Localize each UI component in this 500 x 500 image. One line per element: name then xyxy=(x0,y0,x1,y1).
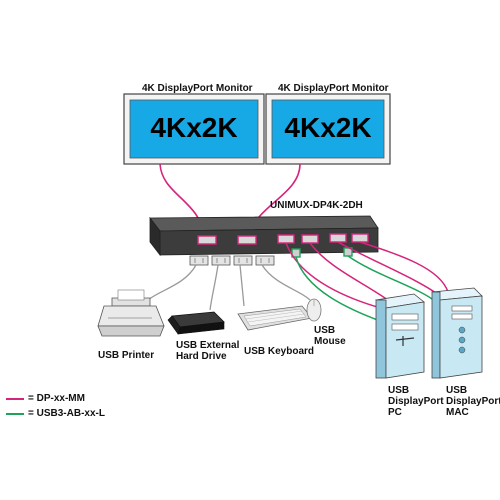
hard-drive-label-line1: USB External xyxy=(176,340,240,351)
printer xyxy=(97,289,165,337)
hard-drive-label-line2: Hard Drive xyxy=(176,351,227,362)
pc-tower xyxy=(375,293,425,379)
legend-dp-text: = DP-xx-MM xyxy=(28,393,85,404)
monitor-right-screen-text: 4Kx2K xyxy=(284,112,372,143)
pc-label-line2: DisplayPort xyxy=(388,396,444,407)
pc-label-line1: USB xyxy=(388,385,410,396)
pc-label-line3: PC xyxy=(388,407,402,418)
legend-usb-swatch xyxy=(6,413,24,415)
dp-port-4 xyxy=(301,234,319,244)
pc-label: USB DisplayPort PC xyxy=(388,385,444,418)
legend-dp-swatch xyxy=(6,398,24,400)
dp-port-1 xyxy=(197,235,217,245)
monitor-left-screen-text: 4Kx2K xyxy=(150,112,238,143)
monitor-right xyxy=(265,93,391,165)
mouse xyxy=(306,298,322,322)
printer-label: USB Printer xyxy=(98,350,155,361)
mac-label: USB DisplayPort MAC xyxy=(446,385,500,418)
mac-label-line3: MAC xyxy=(446,407,469,418)
legend-usb-text: = USB3-AB-xx-L xyxy=(28,408,105,419)
hard-drive-label: USB External Hard Drive xyxy=(176,340,239,362)
mouse-label-line2: Mouse xyxy=(314,336,346,347)
computer-usb-cables xyxy=(295,255,437,323)
mac-label-line2: DisplayPort xyxy=(446,396,500,407)
keyboard xyxy=(237,305,313,331)
mac-label-line1: USB xyxy=(446,385,468,396)
monitor-left-title: 4K DisplayPort Monitor xyxy=(142,83,253,94)
dp-port-3 xyxy=(277,234,295,244)
mac-tower xyxy=(431,287,483,379)
dp-port-2 xyxy=(237,235,257,245)
dp-port-5 xyxy=(329,233,347,243)
monitor-left xyxy=(123,93,265,165)
monitor-right-title: 4K DisplayPort Monitor xyxy=(278,83,389,94)
usb-a-ports xyxy=(189,255,275,266)
dp-port-6 xyxy=(351,233,369,243)
external-hard-drive xyxy=(167,311,225,335)
switch-model-label: UNIMUX-DP4K-2DH xyxy=(270,200,363,211)
keyboard-label: USB Keyboard xyxy=(244,346,315,357)
peripheral-cables xyxy=(147,264,311,311)
mouse-label-line1: USB xyxy=(314,325,336,336)
mouse-label: USB Mouse xyxy=(314,325,346,347)
kvm-switch xyxy=(149,215,379,258)
